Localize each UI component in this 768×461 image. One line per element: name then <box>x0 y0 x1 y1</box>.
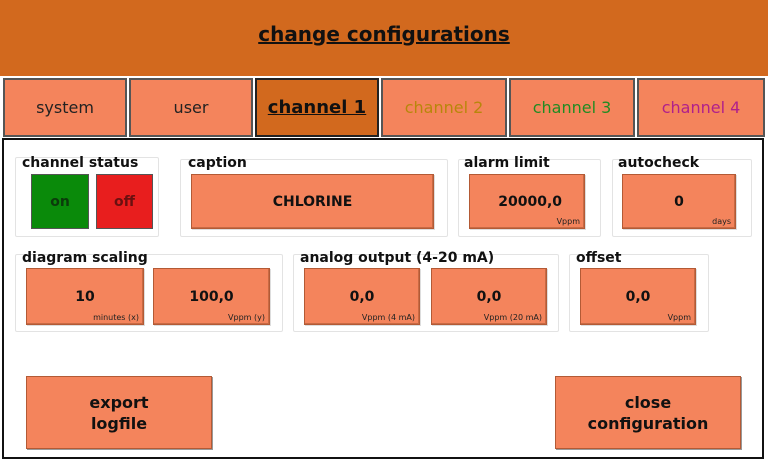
tab-label: channel 2 <box>404 98 484 117</box>
tab-channel-1[interactable]: channel 1 <box>255 78 379 137</box>
tab-label: channel 4 <box>661 98 741 117</box>
tab-user[interactable]: user <box>129 78 253 137</box>
diagram-scaling-y-field[interactable]: 100,0 Vppm (y) <box>153 268 270 325</box>
analog-output-4ma-value: 0,0 <box>349 288 375 305</box>
off-label: off <box>114 193 135 210</box>
offset-label: offset <box>576 250 622 266</box>
diagram-scaling-y-unit: Vppm (y) <box>228 313 265 322</box>
tab-label: channel 1 <box>267 97 367 118</box>
channel-status-group <box>15 157 159 237</box>
close-line1: close <box>624 392 672 412</box>
caption-label: caption <box>188 155 247 171</box>
tab-label: system <box>36 98 94 117</box>
tab-channel-4[interactable]: channel 4 <box>637 78 765 137</box>
alarm-limit-label: alarm limit <box>464 155 550 171</box>
diagram-scaling-label: diagram scaling <box>22 250 148 266</box>
caption-field[interactable]: CHLORINE <box>191 174 434 229</box>
offset-field[interactable]: 0,0 Vppm <box>580 268 696 325</box>
autocheck-label: autocheck <box>618 155 700 171</box>
autocheck-group <box>612 159 752 237</box>
analog-output-group <box>293 254 559 332</box>
analog-output-20ma-field[interactable]: 0,0 Vppm (20 mA) <box>431 268 547 325</box>
tab-channel-2[interactable]: channel 2 <box>381 78 507 137</box>
close-line2: configuration <box>587 413 709 433</box>
page-title: change configurations <box>258 22 510 46</box>
diagram-scaling-x-field[interactable]: 10 minutes (x) <box>26 268 144 325</box>
channel-off-button[interactable]: off <box>96 174 153 229</box>
channel-on-button[interactable]: on <box>31 174 89 229</box>
export-logfile-button[interactable]: export logfile <box>26 376 212 449</box>
analog-output-4ma-unit: Vppm (4 mA) <box>361 313 415 322</box>
config-panel: channel status on off caption CHLORINE a… <box>2 138 764 459</box>
offset-group <box>569 254 709 332</box>
alarm-limit-value: 20000,0 <box>498 193 562 210</box>
diagram-scaling-x-value: 10 <box>75 288 95 305</box>
channel-status-label: channel status <box>22 155 139 171</box>
diagram-scaling-x-unit: minutes (x) <box>93 313 139 322</box>
alarm-limit-group <box>458 159 601 237</box>
header-bar: change configurations <box>0 0 768 76</box>
tab-channel-3[interactable]: channel 3 <box>509 78 635 137</box>
export-line2: logfile <box>90 413 148 433</box>
export-line1: export <box>89 392 149 412</box>
diagram-scaling-y-value: 100,0 <box>189 288 234 305</box>
diagram-scaling-group <box>15 254 283 332</box>
caption-group <box>180 159 448 237</box>
analog-output-4ma-field[interactable]: 0,0 Vppm (4 mA) <box>304 268 420 325</box>
close-configuration-button[interactable]: close configuration <box>555 376 741 449</box>
analog-output-20ma-unit: Vppm (20 mA) <box>483 313 542 322</box>
autocheck-value: 0 <box>674 193 684 210</box>
autocheck-field[interactable]: 0 days <box>622 174 736 229</box>
alarm-limit-field[interactable]: 20000,0 Vppm <box>469 174 585 229</box>
on-label: on <box>50 193 70 210</box>
alarm-limit-unit: Vppm <box>556 217 580 226</box>
tab-label: user <box>173 98 209 117</box>
analog-output-label: analog output (4-20 mA) <box>300 250 495 266</box>
analog-output-20ma-value: 0,0 <box>476 288 502 305</box>
caption-value: CHLORINE <box>272 193 353 210</box>
offset-unit: Vppm <box>667 313 691 322</box>
offset-value: 0,0 <box>625 288 651 305</box>
autocheck-unit: days <box>712 217 731 226</box>
tab-label: channel 3 <box>532 98 612 117</box>
tab-system[interactable]: system <box>3 78 127 137</box>
